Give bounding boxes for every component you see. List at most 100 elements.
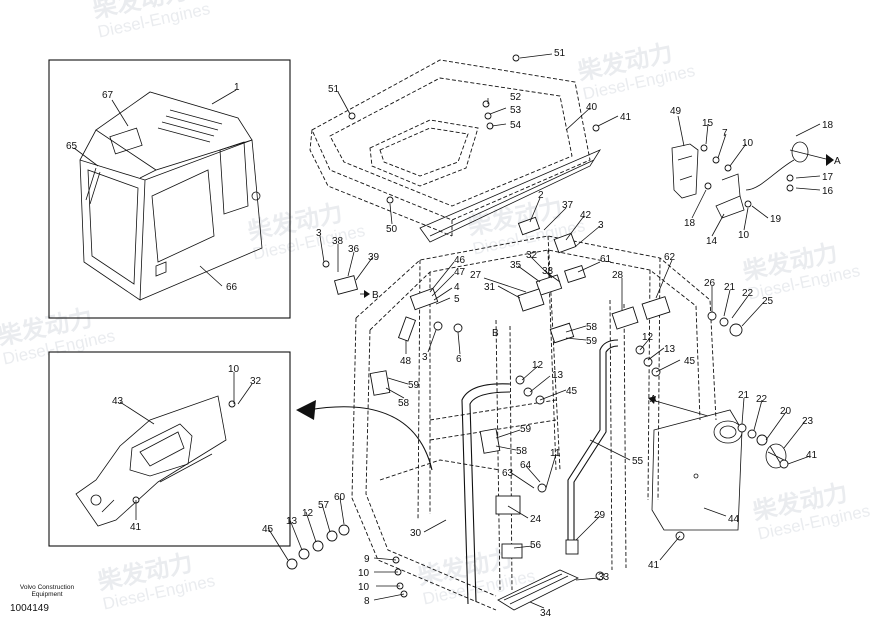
callout-59: 59 bbox=[408, 380, 420, 391]
callout-7: 7 bbox=[722, 128, 728, 139]
callout-27: 27 bbox=[470, 270, 482, 281]
panel-detail-illustration bbox=[75, 395, 227, 527]
callout-11: 11 bbox=[550, 448, 561, 459]
callout-52: 52 bbox=[510, 92, 522, 103]
rod-55 bbox=[567, 339, 619, 540]
callout-21: 21 bbox=[738, 390, 750, 401]
callout-47: 47 bbox=[454, 267, 466, 278]
callout-63: 63 bbox=[502, 468, 514, 479]
callout-45: 45 bbox=[262, 524, 274, 535]
callout-31: 31 bbox=[484, 282, 496, 293]
callout-50: 50 bbox=[386, 224, 398, 235]
callout-29: 29 bbox=[594, 510, 606, 521]
rod-55-inner bbox=[573, 345, 619, 540]
callout-32: 32 bbox=[250, 376, 262, 387]
door-panel-44 bbox=[651, 409, 743, 531]
callout-16: 16 bbox=[822, 186, 834, 197]
callout-13: 13 bbox=[664, 344, 676, 355]
callout-56: 56 bbox=[530, 540, 542, 551]
callout-3: 3 bbox=[422, 352, 428, 363]
reference-arrow-head bbox=[296, 400, 316, 420]
callout-12: 12 bbox=[302, 508, 314, 519]
callout-33: 33 bbox=[598, 572, 610, 583]
lock-18 bbox=[791, 141, 809, 163]
callout-66: 66 bbox=[226, 282, 238, 293]
callout-67: 67 bbox=[102, 90, 114, 101]
inset-panel-detail-frame bbox=[48, 351, 291, 547]
callout-13: 13 bbox=[286, 516, 298, 527]
marker-a-label: A bbox=[650, 394, 657, 405]
callout-59: 59 bbox=[520, 424, 532, 435]
callout-45: 45 bbox=[684, 356, 696, 367]
callout-37: 37 bbox=[562, 200, 574, 211]
callout-44: 44 bbox=[728, 514, 740, 525]
callout-58: 58 bbox=[398, 398, 410, 409]
callout-10: 10 bbox=[742, 138, 754, 149]
marker-a-label: A bbox=[834, 156, 841, 167]
step-34 bbox=[497, 569, 579, 611]
callout-51: 51 bbox=[328, 84, 340, 95]
callout-9: 9 bbox=[364, 554, 370, 565]
callout-45: 45 bbox=[566, 386, 578, 397]
latch-49 bbox=[671, 143, 699, 199]
hardware-parts bbox=[132, 54, 794, 598]
callout-48: 48 bbox=[400, 356, 412, 367]
callout-60: 60 bbox=[334, 492, 346, 503]
reference-arrow bbox=[307, 406, 433, 471]
callout-19: 19 bbox=[770, 214, 782, 225]
manufacturer-label: Volvo Construction Equipment bbox=[6, 584, 88, 598]
callout-12: 12 bbox=[532, 360, 544, 371]
handrail-30-inner bbox=[469, 391, 511, 603]
marker-b-label: B bbox=[492, 328, 499, 339]
callout-3: 3 bbox=[316, 228, 322, 239]
callout-21: 21 bbox=[724, 282, 736, 293]
callout-65: 65 bbox=[66, 141, 78, 152]
callout-5: 5 bbox=[454, 294, 460, 305]
callout-55: 55 bbox=[632, 456, 644, 467]
manufacturer-line-2: Equipment bbox=[31, 591, 63, 598]
callout-51: 51 bbox=[554, 48, 566, 59]
callout-53: 53 bbox=[510, 105, 522, 116]
callout-10: 10 bbox=[358, 568, 370, 579]
callout-18: 18 bbox=[684, 218, 696, 229]
callout-23: 23 bbox=[802, 416, 814, 427]
callout-8: 8 bbox=[364, 596, 370, 607]
callout-13: 13 bbox=[552, 370, 564, 381]
leader-lines bbox=[73, 53, 821, 609]
callout-15: 15 bbox=[702, 118, 714, 129]
callout-25: 25 bbox=[762, 296, 774, 307]
handrail-30 bbox=[461, 383, 511, 605]
callout-2: 2 bbox=[538, 190, 544, 201]
callout-36: 36 bbox=[348, 244, 360, 255]
callout-40: 40 bbox=[586, 102, 598, 113]
section-markers: A B B A bbox=[360, 149, 841, 417]
callout-42: 42 bbox=[580, 210, 592, 221]
callout-1: 1 bbox=[234, 82, 240, 93]
callout-59: 59 bbox=[586, 336, 598, 347]
callout-6: 6 bbox=[456, 354, 462, 365]
roof-assembly bbox=[309, 59, 602, 243]
callout-39: 39 bbox=[368, 252, 380, 263]
callout-10: 10 bbox=[738, 230, 750, 241]
callout-20: 20 bbox=[780, 406, 792, 417]
callout-58: 58 bbox=[586, 322, 598, 333]
callout-33: 33 bbox=[542, 266, 554, 277]
callout-43: 43 bbox=[112, 396, 124, 407]
callout-22: 22 bbox=[756, 394, 768, 405]
callout-41: 41 bbox=[620, 112, 632, 123]
callout-57: 57 bbox=[318, 500, 330, 511]
callout-22: 22 bbox=[742, 288, 754, 299]
marker-b-label: B bbox=[372, 290, 379, 301]
bracket-14 bbox=[715, 195, 745, 219]
callout-10: 10 bbox=[358, 582, 370, 593]
manufacturer-line-1: Volvo Construction bbox=[19, 584, 75, 591]
callout-17: 17 bbox=[822, 172, 834, 183]
callout-labels: 1 67 65 66 43 10 32 41 51 51 52 53 54 40… bbox=[66, 48, 834, 619]
callout-30: 30 bbox=[410, 528, 422, 539]
callout-41: 41 bbox=[648, 560, 660, 571]
callout-4: 4 bbox=[454, 282, 460, 293]
callout-26: 26 bbox=[704, 278, 716, 289]
callout-54: 54 bbox=[510, 120, 522, 131]
